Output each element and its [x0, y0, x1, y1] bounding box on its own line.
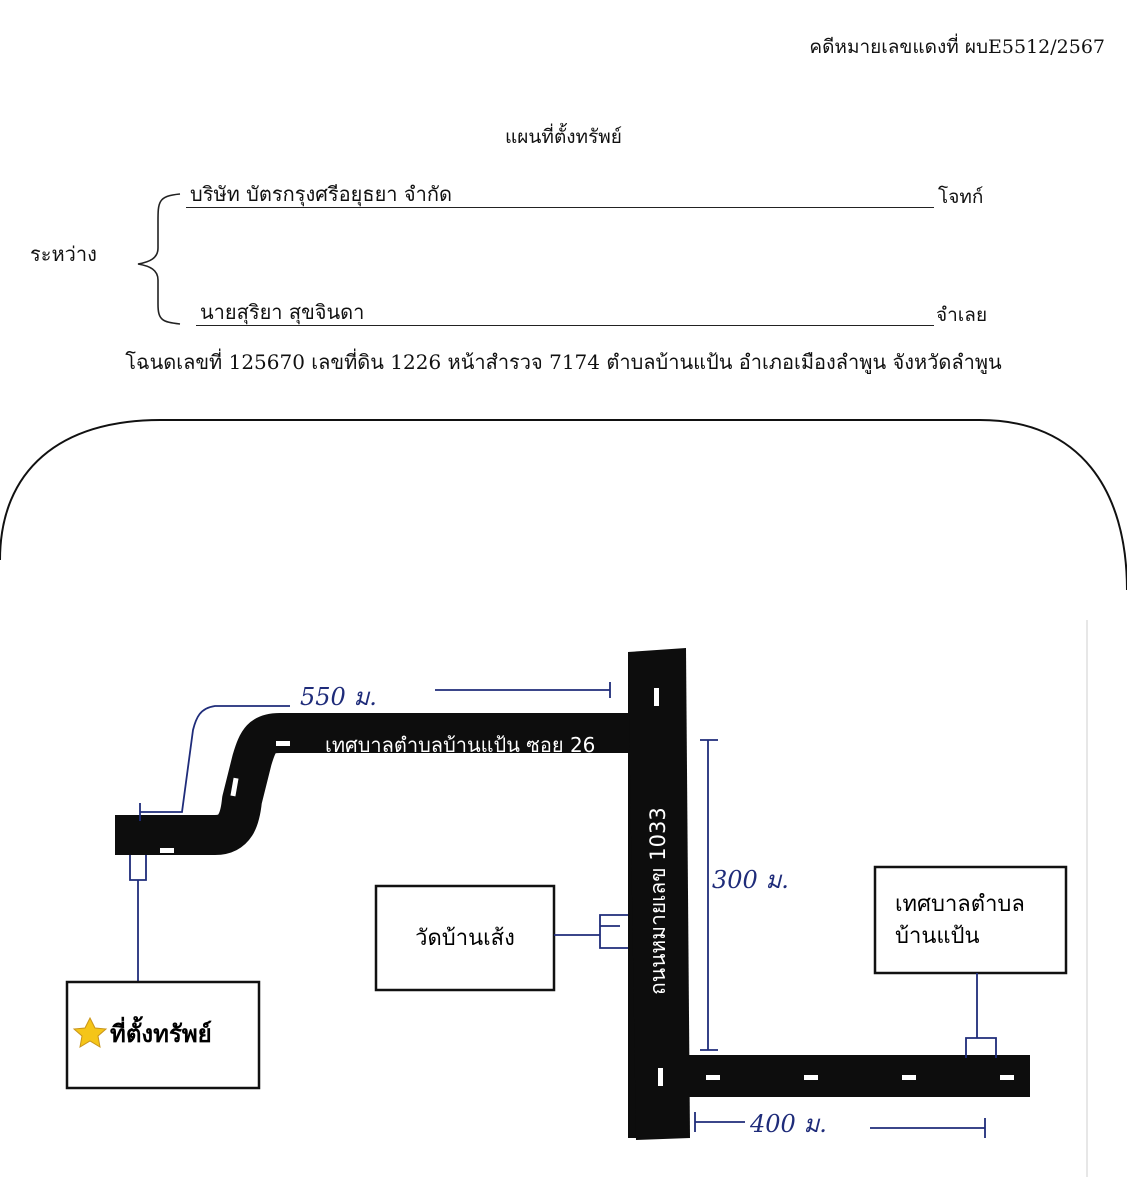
between-label: ระหว่าง [30, 242, 97, 266]
road-soi-label: เทศบาลตำบลบ้านแป้น ซอย 26 [325, 733, 595, 757]
deed-info: โฉนดเลขที่ 125670 เลขที่ดิน 1226 หน้าสำร… [125, 350, 1002, 374]
office-box [873, 865, 1068, 975]
property-label: ที่ตั้งทรัพย์ [110, 1015, 212, 1048]
temple-label: วัดบ้านเส้ง [415, 926, 515, 951]
dimension-300 [700, 739, 718, 1051]
star-icon [72, 1016, 108, 1048]
office-label-line1: เทศบาลตำบล [895, 892, 1025, 917]
road-soi-26 [115, 713, 640, 855]
case-number: คดีหมายเลขแดงที่ ผบE5512/2567 [809, 36, 1105, 58]
dimension-300-label: 300 ม. [712, 866, 789, 894]
plaintiff-name: บริษัท บัตรกรุงศรีอยุธยา จำกัด [190, 182, 452, 206]
defendant-role: จำเลย [936, 304, 988, 326]
plaintiff-line [186, 207, 934, 208]
dimension-550-label: 550 ม. [300, 683, 377, 711]
road-lower [680, 1055, 1030, 1097]
dimension-550 [139, 682, 611, 821]
plaintiff-role: โจทก์ [938, 186, 984, 208]
document-title: แผนที่ตั้งทรัพย์ [505, 126, 622, 148]
defendant-line [196, 325, 934, 326]
brace-icon [137, 193, 181, 325]
temple-connector [554, 914, 628, 949]
office-connector [965, 973, 997, 1058]
temple-box [374, 884, 556, 992]
dimension-400 [694, 1112, 986, 1138]
office-label-line2: บ้านแป้น [895, 924, 980, 949]
road-main-label: ถนนหมายเลข 1033 [646, 807, 670, 995]
lane-markings [160, 688, 1014, 1086]
defendant-name: นายสุริยา สุขจินดา [200, 300, 365, 324]
dimension-400-label: 400 ม. [749, 1110, 827, 1138]
property-connector [129, 855, 147, 982]
map-frame [0, 419, 1127, 591]
